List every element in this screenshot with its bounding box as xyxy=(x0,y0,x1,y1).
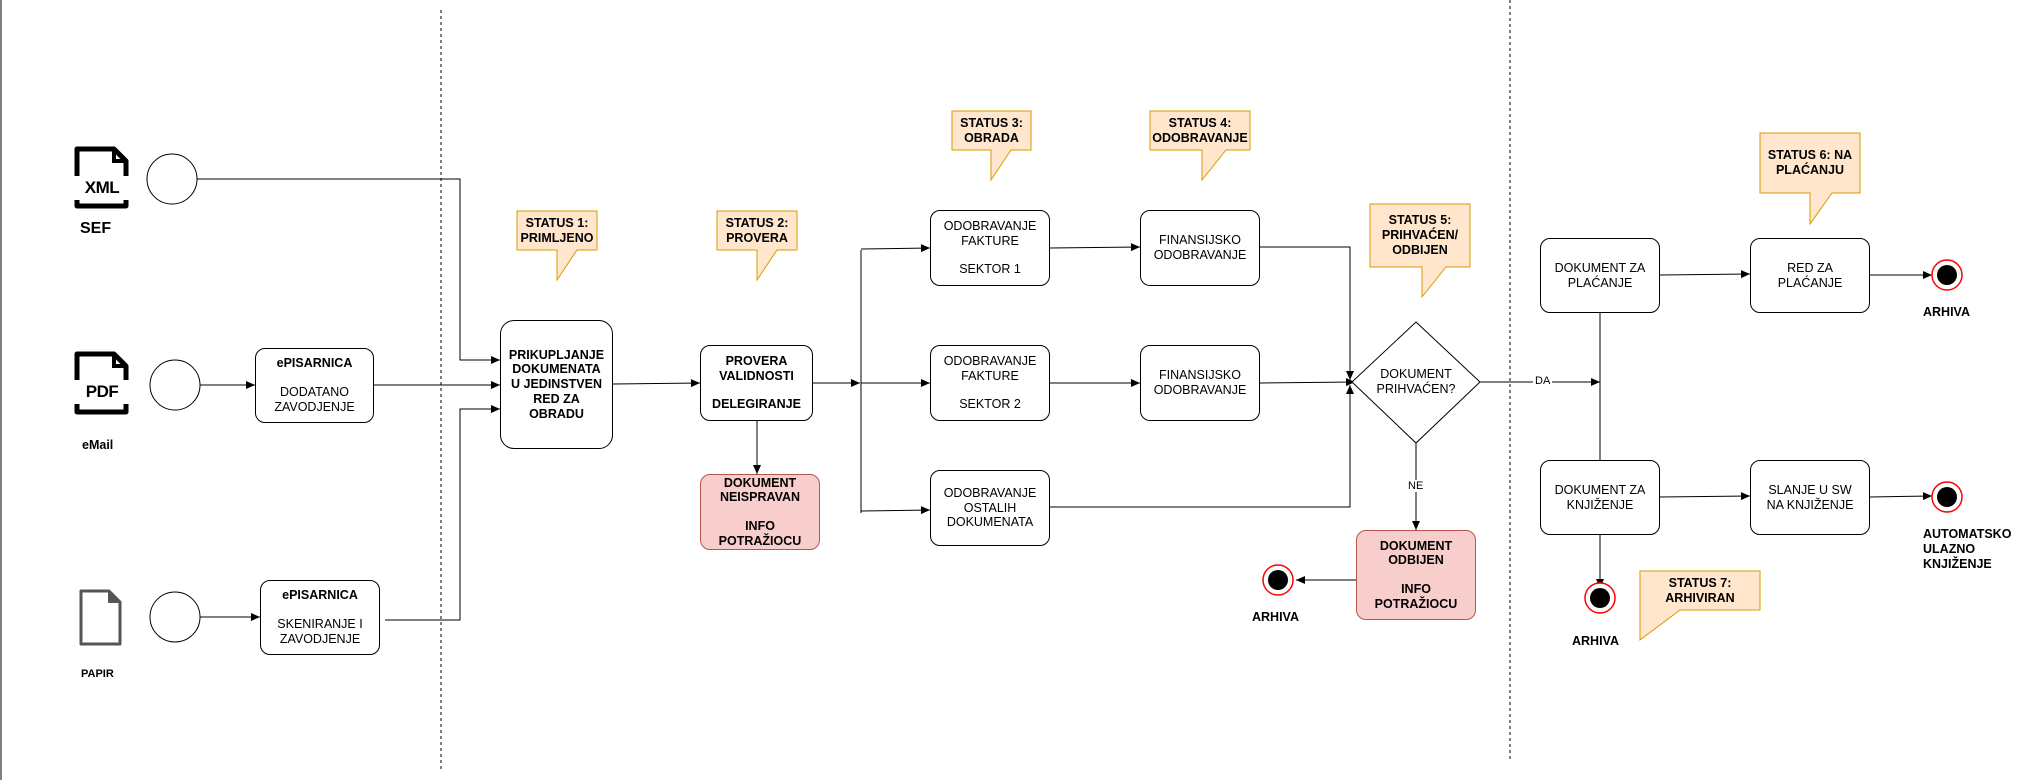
red-za-placanje-box: RED ZA PLAĆANJE xyxy=(1750,238,1870,313)
provera-title: PROVERA VALIDNOSTI xyxy=(719,353,794,383)
odbijen-box: DOKUMENT ODBIJEN INFO POTRAŽIOCU xyxy=(1356,530,1476,620)
source-label-papir: PAPIR xyxy=(81,668,114,680)
status-4-text: STATUS 4: ODOBRAVANJE xyxy=(1152,115,1248,145)
edge-split-to-s1 xyxy=(860,244,931,253)
edge-label-ne: NE xyxy=(1406,480,1426,492)
status-callout-5 xyxy=(1369,203,1471,299)
xml-badge: XML xyxy=(74,176,130,200)
episarnica-papir-text: SKENIRANJE I ZAVODJENJE xyxy=(277,617,363,646)
odobravanje-ostalih-text: ODOBRAVANJE OSTALIH DOKUMENATA xyxy=(943,485,1037,530)
edge-fin2-to-decision xyxy=(1259,378,1356,387)
finansijsko-1-box: FINANSIJSKO ODOBRAVANJE xyxy=(1140,210,1260,286)
source-label-email: eMail xyxy=(82,438,114,452)
neispravan-box: DOKUMENT NEISPRAVAN INFO POTRAŽIOCU xyxy=(700,474,820,550)
episarnica-email-title: ePISARNICA xyxy=(276,356,353,371)
start-circle-sef xyxy=(146,153,198,205)
edge-fin1-to-decision xyxy=(1260,246,1354,380)
odobravanje-s2-text: SEKTOR 2 xyxy=(959,397,1021,412)
provera-text: DELEGIRANJE xyxy=(712,397,801,412)
edge-split-to-ostalih xyxy=(860,506,931,515)
start-circle-email xyxy=(149,359,201,411)
finansijsko-1-text: FINANSIJSKO ODOBRAVANJE xyxy=(1153,233,1247,262)
slanje-sw-box: SLANJE U SW NA KNJIŽENJE xyxy=(1750,460,1870,535)
status-3-text: STATUS 3: OBRADA xyxy=(960,115,1023,145)
edge-prikupljanje-to-provera xyxy=(612,379,701,388)
episarnica-email-box: ePISARNICA DODATANO ZAVODJENJE xyxy=(255,348,374,423)
source-label-sef: SEF xyxy=(80,220,112,237)
za-knjizenje-box: DOKUMENT ZA KNJIŽENJE xyxy=(1540,460,1660,535)
status-6-text: STATUS 6: NA PLAĆANJU xyxy=(1767,148,1853,177)
decision-text: DOKUMENT PRIHVAĆEN? xyxy=(1376,367,1456,396)
status-callout-4 xyxy=(1149,110,1251,182)
provera-box: PROVERA VALIDNOSTI DELEGIRANJE xyxy=(700,345,813,421)
prikupljanje-box: PRIKUPLJANJE DOKUMENATA U JEDINSTVEN RED… xyxy=(500,320,613,449)
pdf-badge: PDF xyxy=(74,380,130,404)
status-callout-2 xyxy=(716,210,798,282)
slanje-sw-text: SLANJE U SW NA KNJIŽENJE xyxy=(1766,482,1854,512)
status-callout-3 xyxy=(951,110,1032,182)
edge-knjizenje-to-slanje xyxy=(1659,492,1751,501)
neispravan-title: DOKUMENT NEISPRAVAN xyxy=(719,475,801,505)
finansijsko-2-text: FINANSIJSKO ODOBRAVANJE xyxy=(1153,368,1247,397)
za-placanje-text: DOKUMENT ZA PLAĆANJE xyxy=(1554,260,1646,290)
automatsko-label: AUTOMATSKO ULAZNO KNJIŽENJE xyxy=(1923,527,2012,571)
episarnica-email-text: DODATANO ZAVODJENJE xyxy=(274,385,355,414)
za-knjizenje-text: DOKUMENT ZA KNJIŽENJE xyxy=(1554,482,1646,512)
edge-ostalih-to-decision xyxy=(1050,385,1354,508)
odobravanje-s1-title: ODOBRAVANJE FAKTURE xyxy=(943,218,1037,248)
end-node-arhiva-left-dot xyxy=(1268,570,1288,590)
odobravanje-s1-box: ODOBRAVANJE FAKTURE SEKTOR 1 xyxy=(930,210,1050,286)
odobravanje-ostalih-box: ODOBRAVANJE OSTALIH DOKUMENATA xyxy=(930,470,1050,546)
odobravanje-s2-box: ODOBRAVANJE FAKTURE SEKTOR 2 xyxy=(930,345,1050,421)
status-callout-7 xyxy=(1639,570,1761,641)
edge-s1-to-fin1 xyxy=(1049,243,1141,252)
arhiva-left-label: ARHIVA xyxy=(1252,610,1299,624)
status-2-text: STATUS 2: PROVERA xyxy=(725,215,789,245)
arhiva-bottom-label: ARHIVA xyxy=(1572,634,1619,648)
odobravanje-s2-title: ODOBRAVANJE FAKTURE xyxy=(943,353,1037,383)
end-node-automatsko-dot xyxy=(1937,487,1957,507)
episarnica-papir-title: ePISARNICA xyxy=(282,588,358,603)
edge-sef-to-prikupljanje xyxy=(197,178,500,364)
prikupljanje-text: PRIKUPLJANJE DOKUMENATA U JEDINSTVEN RED… xyxy=(508,347,605,421)
end-node-arhiva-top-dot xyxy=(1937,265,1957,285)
red-za-placanje-text: RED ZA PLAĆANJE xyxy=(1777,260,1843,290)
start-circle-papir xyxy=(149,591,201,643)
status-callout-1 xyxy=(516,210,598,282)
odobravanje-s1-text: SEKTOR 1 xyxy=(959,262,1021,277)
edge-label-da: DA xyxy=(1533,375,1553,387)
status-1-text: STATUS 1: PRIMLJENO xyxy=(520,215,594,245)
status-callout-6 xyxy=(1759,132,1861,226)
episarnica-papir-box: ePISARNICA SKENIRANJE I ZAVODJENJE xyxy=(260,580,380,655)
finansijsko-2-box: FINANSIJSKO ODOBRAVANJE xyxy=(1140,345,1260,421)
edge-placanje-to-red xyxy=(1659,270,1751,279)
end-node-arhiva-bottom-dot xyxy=(1590,588,1610,608)
status-7-text: STATUS 7: ARHIVIRAN xyxy=(1665,575,1735,605)
paper-file-icon xyxy=(79,589,122,646)
status-5-text: STATUS 5: PRIHVAĆEN/ ODBIJEN xyxy=(1381,213,1459,257)
decision-diamond xyxy=(1351,321,1481,444)
edge-episarnica-papir-to-prikupljanje xyxy=(385,405,500,621)
arhiva-top-label: ARHIVA xyxy=(1923,305,1970,319)
edge-slanje-to-end xyxy=(1869,492,1933,501)
neispravan-text: INFO POTRAŽIOCU xyxy=(718,519,802,548)
za-placanje-box: DOKUMENT ZA PLAĆANJE xyxy=(1540,238,1660,313)
odbijen-text: INFO POTRAŽIOCU xyxy=(1374,582,1458,611)
odbijen-title: DOKUMENT ODBIJEN xyxy=(1379,538,1453,568)
